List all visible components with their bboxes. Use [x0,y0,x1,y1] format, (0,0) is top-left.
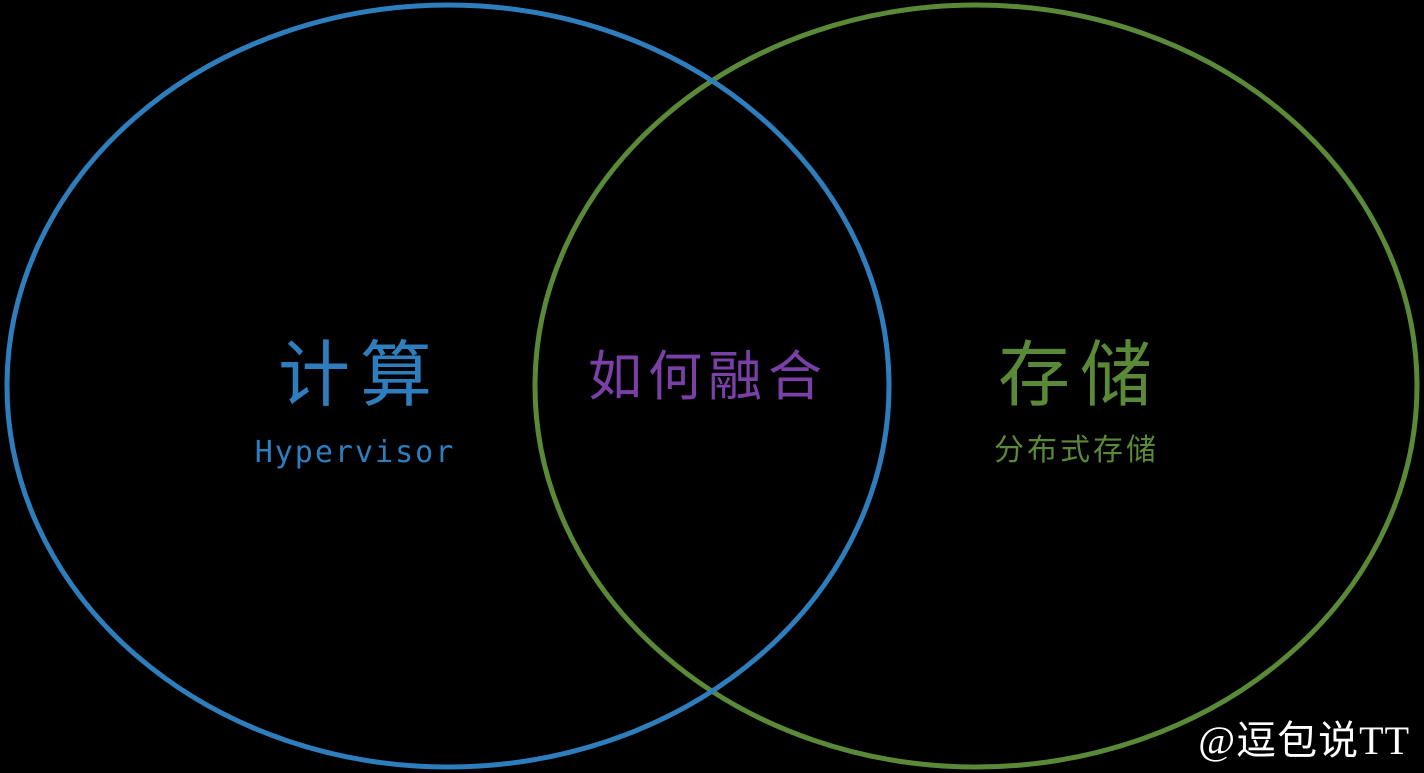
set-label-compute: 计算 Hypervisor [180,336,530,470]
set-circle-storage [4,2,892,770]
set-title-storage: 存储 [997,336,1162,416]
set-label-storage: 存储 分布式存储 [905,336,1245,467]
set-label-fusion: 如何融合 [555,347,855,407]
set-subtitle-compute: Hypervisor [254,434,456,470]
set-title-fusion: 如何融合 [588,347,828,407]
watermark: @逗包说TT [1198,718,1410,763]
set-circle-compute [532,2,1420,770]
set-title-compute: 计算 [277,336,442,416]
set-subtitle-storage: 分布式存储 [994,433,1159,467]
